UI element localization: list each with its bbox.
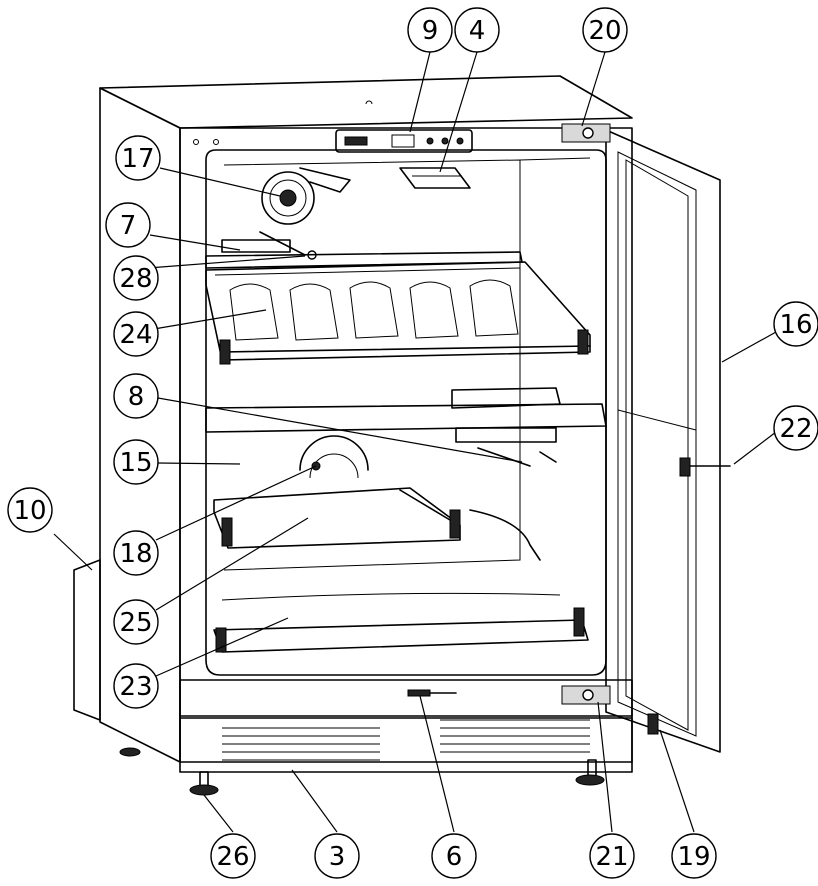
callout-circle: [454, 7, 500, 53]
callout-20: 20: [582, 7, 628, 53]
callout-circle: [773, 301, 818, 347]
callout-7: 7: [105, 202, 151, 248]
callout-label: 6: [446, 842, 463, 872]
callout-label: 26: [216, 842, 249, 872]
adjustable-feet: [119, 747, 605, 796]
bottom-grille: [179, 679, 633, 773]
callout-label: 19: [677, 842, 710, 872]
callout-circle: [582, 7, 628, 53]
callout-28: 28: [113, 255, 159, 301]
callout-label: 18: [119, 539, 152, 569]
callout-circle: [113, 439, 159, 485]
callout-label: 24: [119, 320, 152, 350]
callout-circle: [671, 833, 717, 879]
callout-10: 10: [7, 487, 53, 533]
callout-circle: [113, 530, 159, 576]
callout-9: 9: [407, 7, 453, 53]
callout-17: 17: [115, 135, 161, 181]
callout-16: 16: [773, 301, 818, 347]
callout-label: 21: [595, 842, 628, 872]
callout-label: 7: [120, 211, 137, 241]
callout-label: 3: [329, 842, 346, 872]
callout-circle: [210, 833, 256, 879]
callout-24: 24: [113, 311, 159, 357]
callout-circle: [314, 833, 360, 879]
callout-3: 3: [314, 833, 360, 879]
side-trim-panel: [73, 559, 101, 721]
callout-label: 20: [588, 16, 621, 46]
callout-label: 17: [121, 144, 154, 174]
callout-label: 8: [128, 382, 145, 412]
callout-label: 15: [119, 448, 152, 478]
callout-circle: [115, 135, 161, 181]
light-bracket: [399, 167, 471, 189]
callout-circle: [589, 833, 635, 879]
callout-label: 4: [469, 16, 486, 46]
callout-label: 25: [119, 608, 152, 638]
callout-circle: [407, 7, 453, 53]
lower-drawer: [213, 487, 541, 561]
cabinet-body: [99, 75, 633, 763]
leader-lines: [53, 51, 777, 833]
callout-21: 21: [589, 833, 635, 879]
callout-circle: [113, 663, 159, 709]
callout-circle: [113, 311, 159, 357]
callout-25: 25: [113, 599, 159, 645]
callout-6: 6: [431, 833, 477, 879]
glass-door: [561, 123, 731, 753]
control-panel: [335, 129, 473, 153]
callout-circle: [113, 373, 159, 419]
callout-22: 22: [773, 405, 818, 451]
callout-label: 22: [779, 414, 812, 444]
lower-fan: [299, 435, 369, 479]
callout-circle: [431, 833, 477, 879]
upper-fan: [261, 167, 351, 225]
callout-23: 23: [113, 663, 159, 709]
bottom-shelf: [213, 592, 589, 653]
callout-label: 10: [13, 496, 46, 526]
callout-label: 28: [119, 264, 152, 294]
callout-26: 26: [210, 833, 256, 879]
callout-circle: [773, 405, 818, 451]
upper-wine-shelf: [205, 251, 591, 365]
callout-15: 15: [113, 439, 159, 485]
callout-circle: [105, 202, 151, 248]
callout-circle: [7, 487, 53, 533]
callout-8: 8: [113, 373, 159, 419]
callout-circle: [113, 255, 159, 301]
callout-label: 16: [779, 310, 812, 340]
callout-18: 18: [113, 530, 159, 576]
middle-shelf: [205, 387, 607, 467]
callout-circle: [113, 599, 159, 645]
callout-label: 23: [119, 672, 152, 702]
callout-4: 4: [454, 7, 500, 53]
callout-label: 9: [422, 16, 439, 46]
callout-19: 19: [671, 833, 717, 879]
